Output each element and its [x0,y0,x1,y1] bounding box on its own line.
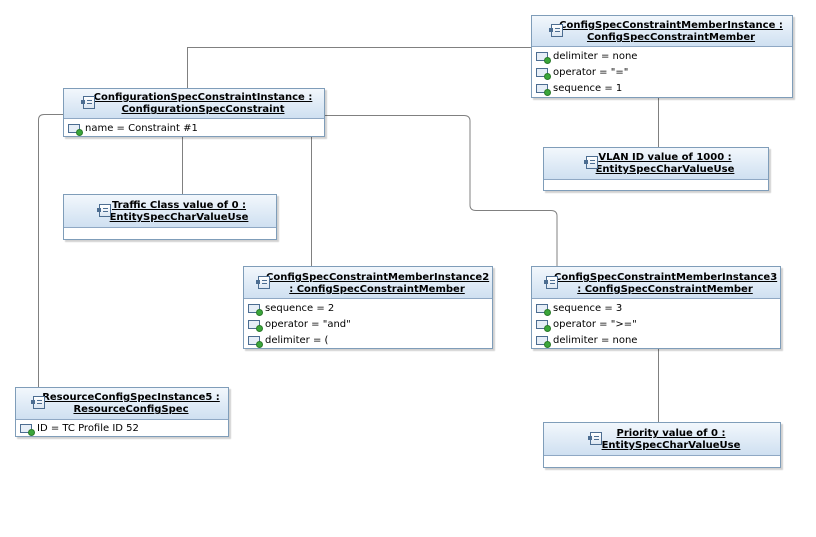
instance-icon [549,24,563,37]
member-instance-1-node[interactable]: ConfigSpecConstraintMemberInstance : Con… [531,15,793,98]
slot-operator[interactable]: operator = ">=" [532,317,780,333]
slot-delimiter[interactable]: delimiter = ( [244,333,492,349]
slot-text: delimiter = none [553,335,638,346]
slot-text: sequence = 1 [553,83,623,94]
priority-value-node[interactable]: Priority value of 0 : EntitySpecCharValu… [543,422,781,468]
member-instance-3-node[interactable]: ConfigSpecConstraintMemberInstance3 : Co… [531,266,781,349]
node-title-line-1: Priority value of 0 : [616,428,726,439]
slot-sequence[interactable]: sequence = 3 [532,301,780,317]
slot-icon [536,320,551,332]
node-header: ResourceConfigSpecInstance5 : ResourceCo… [16,388,228,420]
constraint-instance-node[interactable]: ConfigurationSpecConstraintInstance : Co… [63,88,325,137]
node-header: ConfigSpecConstraintMemberInstance2 : Co… [244,267,492,299]
vlan-id-value-node[interactable]: VLAN ID value of 1000 : EntitySpecCharVa… [543,147,769,191]
node-title-line-1: ConfigSpecConstraintMemberInstance3 [554,272,778,283]
node-title-line-2: : ConfigSpecConstraintMember [289,284,465,295]
slot-delimiter[interactable]: delimiter = none [532,333,780,349]
node-title-line-1: Traffic Class value of 0 : [111,200,247,211]
node-slots: sequence = 2 operator = "and" delimiter … [244,299,492,349]
slot-text: delimiter = ( [265,335,329,346]
slot-icon [248,320,263,332]
member-instance-2-node[interactable]: ConfigSpecConstraintMemberInstance2 : Co… [243,266,493,349]
slot-operator[interactable]: operator = "and" [244,317,492,333]
node-header: VLAN ID value of 1000 : EntitySpecCharVa… [544,148,768,180]
slot-icon [536,304,551,316]
instance-icon [544,276,558,289]
instance-icon [256,276,270,289]
slot-text: delimiter = none [553,51,638,62]
node-title-line-2: ConfigSpecConstraintMember [586,32,756,43]
slot-icon [20,424,35,436]
node-title-line-2: EntitySpecCharValueUse [601,440,741,451]
node-slots: name = Constraint #1 [64,119,324,137]
node-title-line-2: ResourceConfigSpec [73,404,189,415]
instance-icon [97,204,111,217]
slot-name[interactable]: name = Constraint #1 [64,121,324,137]
node-title-line-2: ConfigurationSpecConstraint [121,104,285,115]
instance-icon [31,396,45,409]
slot-icon [536,336,551,348]
node-title-line-1: ConfigSpecConstraintMemberInstance : [559,20,783,31]
traffic-class-value-node[interactable]: Traffic Class value of 0 : EntitySpecCha… [63,194,277,240]
link-constraint-resource [38,114,63,387]
slot-operator[interactable]: operator = "=" [532,65,792,81]
node-header: ConfigurationSpecConstraintInstance : Co… [64,89,324,119]
node-title-line-2: EntitySpecCharValueUse [109,212,249,223]
slot-delimiter[interactable]: delimiter = none [532,49,792,65]
node-title-line-2: EntitySpecCharValueUse [595,164,735,175]
instance-icon [588,432,602,445]
resource-config-instance-node[interactable]: ResourceConfigSpecInstance5 : ResourceCo… [15,387,229,437]
node-title-line-1: ResourceConfigSpecInstance5 : [42,392,220,403]
slot-id[interactable]: ID = TC Profile ID 52 [16,421,228,437]
slot-icon [248,336,263,348]
slot-icon [536,52,551,64]
node-header: Priority value of 0 : EntitySpecCharValu… [544,423,780,456]
link-constraint-member3 [325,115,558,266]
instance-icon [584,156,598,169]
node-title-line-1: ConfigurationSpecConstraintInstance : [93,92,313,103]
slot-sequence[interactable]: sequence = 2 [244,301,492,317]
node-header: ConfigSpecConstraintMemberInstance3 : Co… [532,267,780,299]
node-title-line-1: VLAN ID value of 1000 : [598,152,732,163]
node-title-line-1: ConfigSpecConstraintMemberInstance2 [266,272,490,283]
node-title-line-2: : ConfigSpecConstraintMember [577,284,753,295]
slot-text: operator = ">=" [553,319,637,330]
node-slots: ID = TC Profile ID 52 [16,420,228,437]
slot-text: sequence = 3 [553,303,623,314]
instance-icon [81,96,95,109]
slot-text: sequence = 2 [265,303,335,314]
slot-icon [536,84,551,96]
slot-text: operator = "and" [265,319,351,330]
slot-text: ID = TC Profile ID 52 [37,423,139,434]
slot-icon [68,124,83,136]
node-slots: sequence = 3 operator = ">=" delimiter =… [532,299,780,349]
slot-icon [536,68,551,80]
slot-text: name = Constraint #1 [85,123,198,134]
slot-icon [248,304,263,316]
node-header: Traffic Class value of 0 : EntitySpecCha… [64,195,276,228]
slot-text: operator = "=" [553,67,629,78]
link-constraint-member1 [187,47,531,88]
node-slots: delimiter = none operator = "=" sequence… [532,47,792,97]
node-header: ConfigSpecConstraintMemberInstance : Con… [532,16,792,47]
slot-sequence[interactable]: sequence = 1 [532,81,792,97]
